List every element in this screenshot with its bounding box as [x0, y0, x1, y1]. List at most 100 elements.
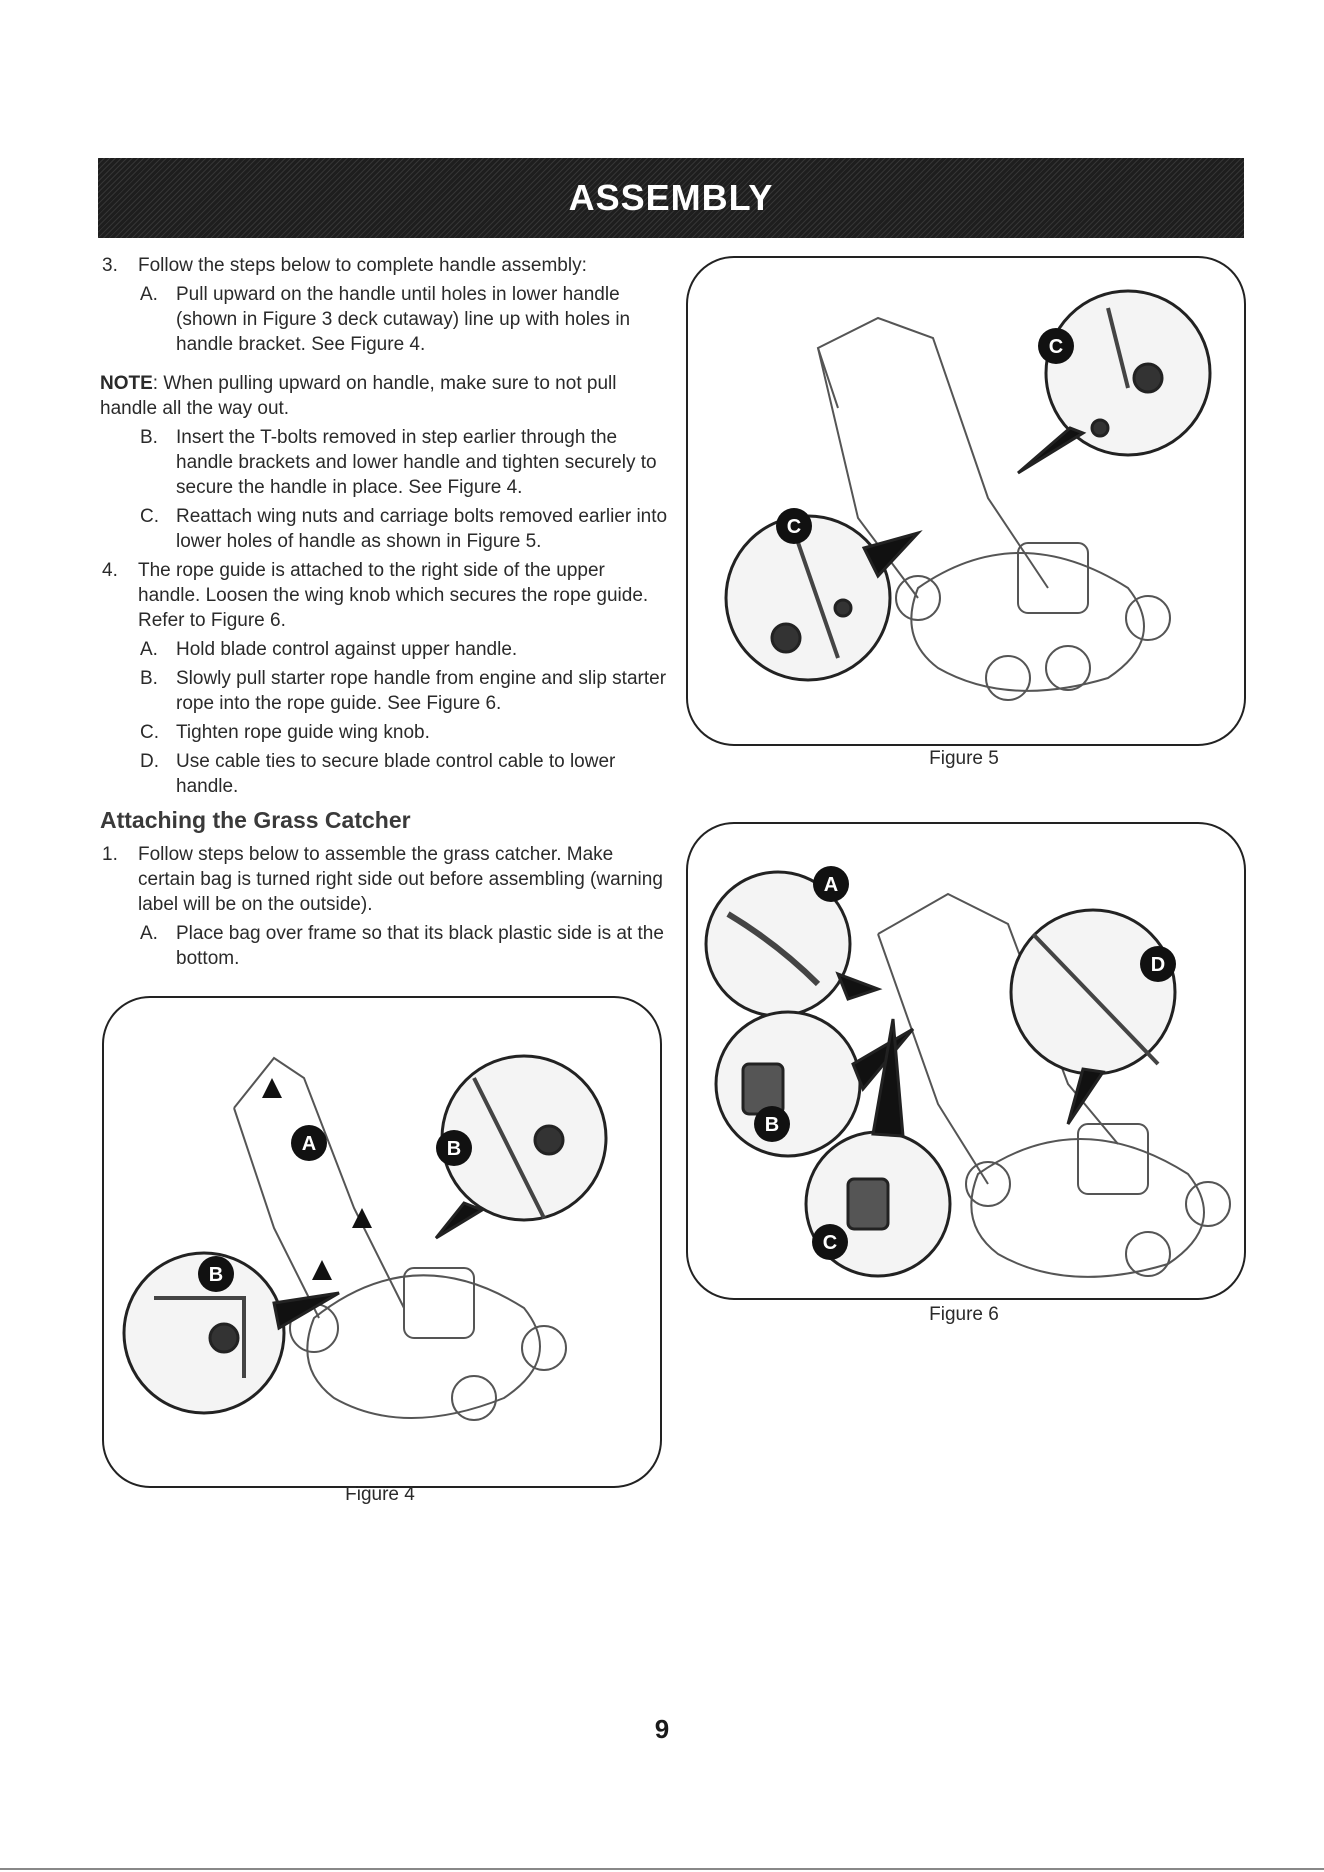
- mower-engine: [403, 1267, 475, 1339]
- step-text: Hold blade control against upper handle.: [176, 639, 518, 660]
- callout-badge-b: B: [754, 1106, 790, 1142]
- figure-5-panel: C C: [686, 256, 1246, 746]
- figure-5-illustration: C C: [724, 289, 1212, 701]
- figure-4-illustration: A B B: [122, 1054, 608, 1421]
- assembly-header-banner: ASSEMBLY: [98, 158, 1244, 238]
- step-text: Insert the T-bolts removed in step earli…: [176, 427, 657, 498]
- step-text: Tighten rope guide wing knob.: [176, 722, 430, 743]
- figure-6-illustration: A B C D: [704, 866, 1231, 1278]
- detail-circle-upper: [1017, 289, 1212, 475]
- step-4b: B. Slowly pull starter rope handle from …: [98, 666, 668, 716]
- step-text: Pull upward on the handle until holes in…: [176, 284, 631, 355]
- catcher-step-1: 1. Follow steps below to assemble the gr…: [98, 842, 668, 917]
- step-4a: A. Hold blade control against upper hand…: [98, 637, 668, 662]
- mower-lower-handle: [233, 1107, 320, 1319]
- mower-engine: [1017, 542, 1089, 614]
- callout-badge-b-lower: B: [198, 1256, 234, 1292]
- mower-deck: [910, 552, 1145, 692]
- detail-circle-upper: [434, 1054, 608, 1240]
- callout-label: B: [447, 1138, 461, 1160]
- callout-label: A: [302, 1133, 316, 1155]
- mower-wheel: [521, 1325, 567, 1371]
- mower-engine: [1077, 1123, 1149, 1195]
- callout-label: C: [823, 1232, 837, 1254]
- mower-deck: [306, 1274, 541, 1419]
- step-number: 1.: [102, 844, 118, 865]
- note: NOTE: When pulling upward on handle, mak…: [98, 371, 668, 421]
- callout-badge-b-upper: B: [436, 1130, 472, 1166]
- figure-4-panel: A B B: [102, 996, 662, 1488]
- figure-6-caption: Figure 6: [929, 1304, 999, 1325]
- callout-label: C: [1049, 336, 1063, 358]
- detail-circle-lower: [122, 1251, 340, 1415]
- mower-deck: [970, 1138, 1205, 1278]
- callout-badge-c: C: [812, 1224, 848, 1260]
- mower-wheel: [1045, 645, 1091, 691]
- step-text: Slowly pull starter rope handle from eng…: [176, 668, 667, 714]
- step-text: Follow steps below to assemble the grass…: [138, 844, 663, 915]
- callout-badge-c-lower: C: [776, 508, 812, 544]
- section-title: Attaching the Grass Catcher: [100, 807, 411, 833]
- mower-wheel: [965, 1161, 1011, 1207]
- page-number: 9: [654, 1714, 670, 1744]
- step-text: Place bag over frame so that its black p…: [176, 923, 664, 969]
- step-letter: D.: [140, 751, 159, 772]
- step-letter: C.: [140, 722, 159, 743]
- detail-circle-a: [704, 870, 883, 1018]
- callout-label: A: [824, 874, 838, 896]
- callout-badge-d: D: [1140, 946, 1176, 982]
- detail-circle-d: [1009, 908, 1177, 1125]
- step-number: 4.: [102, 560, 118, 581]
- callout-label: C: [787, 516, 801, 538]
- step-letter: A.: [140, 639, 158, 660]
- callout-label: B: [765, 1114, 779, 1136]
- mower-wheel: [1125, 1231, 1171, 1277]
- step-3b: B. Insert the T-bolts removed in step ea…: [98, 425, 668, 500]
- mower-wheel: [451, 1375, 497, 1421]
- step-3a: A. Pull upward on the handle until holes…: [98, 282, 668, 357]
- mower-illustration: [816, 316, 1171, 701]
- mower-wheel: [985, 655, 1031, 701]
- mower-lower-handle: [817, 347, 919, 599]
- callout-label: D: [1151, 954, 1165, 976]
- handle-up-arrow-icon: [262, 1078, 372, 1280]
- step-4: 4. The rope guide is attached to the rig…: [98, 558, 668, 633]
- step-text: Use cable ties to secure blade control c…: [176, 751, 616, 797]
- step-letter: A.: [140, 923, 158, 944]
- mower-wheel: [895, 575, 941, 621]
- note-text: : When pulling upward on handle, make su…: [100, 373, 617, 419]
- mower-wheel: [1185, 1181, 1231, 1227]
- step-letter: B.: [140, 427, 158, 448]
- note-label: NOTE: [100, 373, 153, 394]
- figure-6-panel: A B C D: [686, 822, 1246, 1300]
- mower-handle: [233, 1056, 405, 1309]
- callout-badge-a: A: [291, 1125, 327, 1161]
- callout-label: B: [209, 1264, 223, 1286]
- detail-circle-lower: [724, 514, 923, 682]
- bottom-rule: [0, 1868, 1324, 1870]
- figure-5-caption: Figure 5: [929, 748, 999, 769]
- mower-wheel: [1125, 595, 1171, 641]
- mower-illustration: [233, 1056, 567, 1421]
- step-letter: C.: [140, 506, 159, 527]
- step-letter: A.: [140, 284, 158, 305]
- mower-handle: [877, 892, 1119, 1145]
- step-3: 3. Follow the steps below to complete ha…: [98, 253, 668, 278]
- mower-illustration: [877, 892, 1231, 1278]
- callout-badge-a: A: [813, 866, 849, 902]
- step-letter: B.: [140, 668, 158, 689]
- page-title: ASSEMBLY: [568, 177, 774, 218]
- step-4c: C. Tighten rope guide wing knob.: [98, 720, 668, 745]
- callout-badge-c-upper: C: [1038, 328, 1074, 364]
- catcher-step-1a: A. Place bag over frame so that its blac…: [98, 921, 668, 971]
- step-3c: C. Reattach wing nuts and carriage bolts…: [98, 504, 668, 554]
- instructions-column: 3. Follow the steps below to complete ha…: [98, 253, 668, 971]
- step-4d: D. Use cable ties to secure blade contro…: [98, 749, 668, 799]
- step-text: Follow the steps below to complete handl…: [138, 255, 587, 276]
- step-text: Reattach wing nuts and carriage bolts re…: [176, 506, 668, 552]
- detail-circle-b: [714, 1010, 915, 1158]
- mower-lower-handle: [877, 933, 989, 1185]
- figure-4-caption: Figure 4: [345, 1484, 415, 1505]
- step-text: The rope guide is attached to the right …: [138, 560, 649, 631]
- step-number: 3.: [102, 255, 118, 276]
